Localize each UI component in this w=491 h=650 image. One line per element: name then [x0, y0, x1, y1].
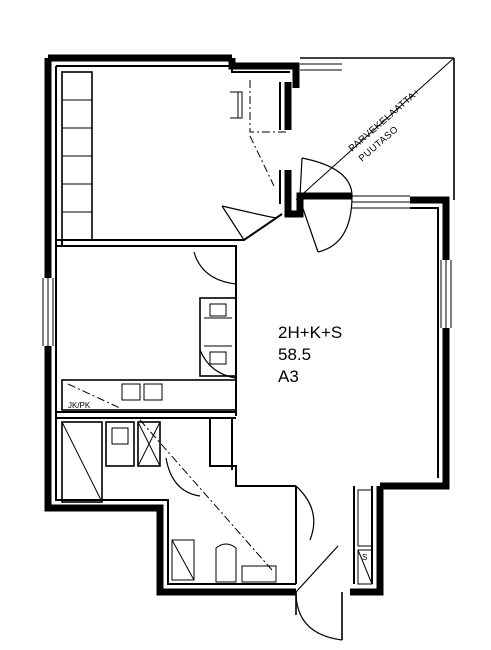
window-left: [42, 278, 54, 346]
entrance-door[interactable]: [295, 545, 343, 641]
bedroom-door[interactable]: [221, 205, 277, 241]
window-top: [300, 57, 342, 71]
balcony-door[interactable]: [299, 157, 353, 253]
kitchen-counter: JK/PK: [61, 297, 237, 411]
exterior-walls: [44, 54, 450, 640]
bed-outline: [230, 80, 288, 187]
wardrobe-left: [61, 71, 93, 241]
window-living-top: [352, 195, 410, 209]
storage-label: S: [362, 553, 367, 562]
window-right: [440, 260, 452, 328]
room2-door[interactable]: [193, 251, 237, 285]
interior-walls: [56, 82, 355, 584]
kitchen-appliance-label: JK/PK: [68, 401, 91, 410]
apartment-unit-label: A3: [278, 367, 299, 386]
apartment-area-label: 58.5: [278, 345, 311, 364]
apartment-type-label: 2H+K+S: [278, 323, 342, 342]
balcony: PARVEKELAATTA+ PUUTASO: [295, 57, 455, 201]
bathroom: [61, 419, 277, 583]
storage-closet: S: [357, 489, 373, 585]
hall-door[interactable]: [295, 485, 315, 541]
apartment-info: 2H+K+S 58.5 A3: [278, 323, 342, 386]
